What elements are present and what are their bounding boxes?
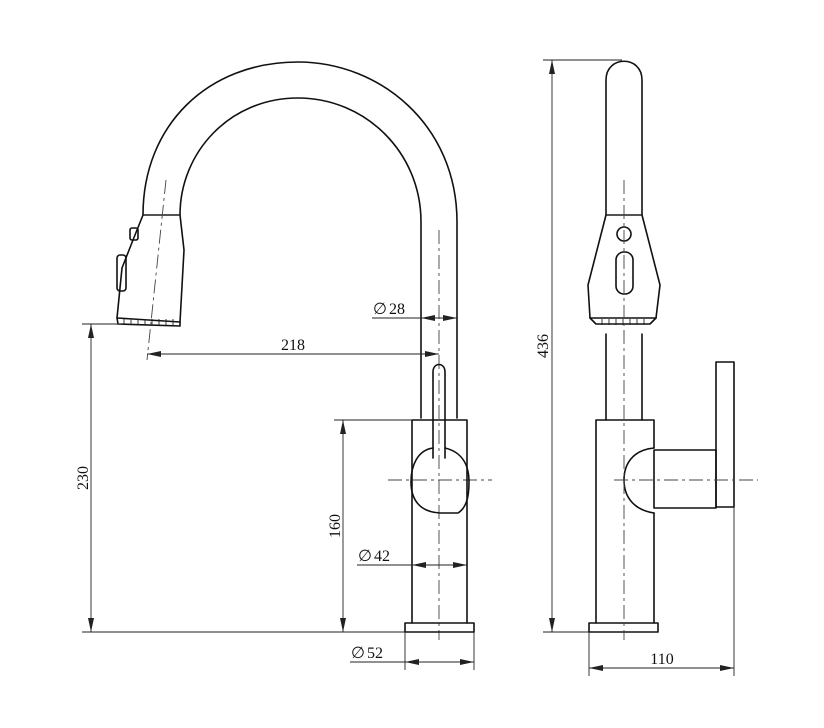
dia-symbol-42: ∅ <box>358 548 372 565</box>
faucet-body <box>411 419 468 624</box>
front-view <box>116 61 492 640</box>
dim-base-dia: 52 <box>367 645 383 662</box>
dim-body-dia: 42 <box>374 548 390 565</box>
spray-centerline <box>146 179 167 361</box>
handle-hub <box>410 447 470 514</box>
dim-spout-dia: 28 <box>389 301 405 318</box>
side-handle-stem <box>653 449 717 509</box>
dim-depth: 110 <box>650 651 673 668</box>
side-view <box>587 60 758 640</box>
spout-inner <box>179 97 422 419</box>
handle-lever <box>432 363 446 459</box>
spray-button-top <box>129 227 139 241</box>
spout-outer <box>142 61 458 419</box>
spray-head <box>116 214 185 323</box>
dim-total-height: 436 <box>535 334 552 358</box>
side-handle-hub <box>623 447 655 514</box>
faucet-base <box>404 622 475 633</box>
dia-symbol-52: ∅ <box>351 645 365 662</box>
side-base <box>588 622 659 633</box>
dim-handle-height: 160 <box>327 514 344 538</box>
dim-outlet-height: 230 <box>75 466 92 490</box>
spray-button-bottom <box>116 254 127 292</box>
side-spout-lower <box>605 333 643 421</box>
spray-nozzle <box>116 317 181 327</box>
spray-nozzle-holes <box>123 319 174 325</box>
front-dimensions: 230 160 218 ∅ 28 ∅ 42 ∅ 52 <box>75 301 475 670</box>
side-body <box>595 419 655 624</box>
dim-reach: 218 <box>281 337 305 354</box>
side-spout-top <box>605 60 643 216</box>
side-spray-slot <box>615 251 634 295</box>
dia-symbol-28: ∅ <box>373 301 387 318</box>
side-handle-lever <box>715 361 735 508</box>
side-dimensions: 436 110 <box>535 59 735 676</box>
